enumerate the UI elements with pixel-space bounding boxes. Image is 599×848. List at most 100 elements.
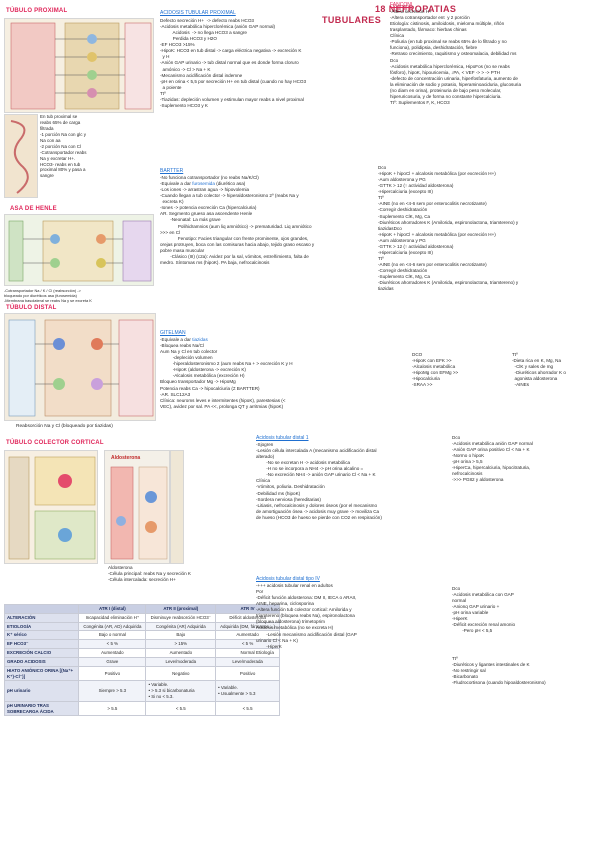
text-line: -HipoK + hipoCl + alcalosis metabólica (… <box>378 231 496 237</box>
text-line: -No funciona cotransportador (no reabs N… <box>160 175 259 180</box>
table-cell: Aumentado <box>145 648 217 658</box>
caption-line: -Célula principal: reabs Na y secreción … <box>108 571 191 577</box>
caption-line: En tub proximal se <box>40 114 78 119</box>
colector-caption: Aldosterona -Célula principal: reabs Na … <box>108 565 278 583</box>
caption-line: -2 porción Na con Cl <box>40 143 82 149</box>
heading-bartter: BARTTER <box>160 168 184 174</box>
caption-line: -Cotransportador Na / K / Cl (reabsorció… <box>4 288 81 293</box>
dco-gitelman-text: DCO-HipoK con EFK >>-Alcalosis metabólic… <box>412 352 512 388</box>
table-cell: Bajo o normal <box>78 630 147 641</box>
caption-line: Aldosterona <box>108 565 133 570</box>
text-line: -Suplemento ClK, Mg, Ca <box>378 274 431 280</box>
text-line: -Equivale a dar furosemida (diurético as… <box>160 181 246 187</box>
text-line: hiperuricosuria, y de forma no constante… <box>390 93 502 99</box>
text-line: fósforo), hipoK, hipouricemia, ↓PA, < VE… <box>390 69 500 75</box>
text-line: -Iones -> potencia excreción Ca (hiperca… <box>160 205 257 211</box>
text-line: a poiente <box>160 84 182 90</box>
text-line: -Alcalosis metabólica <box>412 364 456 370</box>
text-line: -Acidosis metabólica hiperclorémica, Hip… <box>390 63 510 69</box>
text-line: -Hipocalciuria <box>412 376 440 382</box>
text-line: nefrocalcinosis <box>452 471 483 477</box>
text-line: triamtereno (bloquea reabs Na), espirono… <box>256 613 355 619</box>
text-line: -HipoK con EFK >> <box>412 358 452 364</box>
text-line: -No se excretan H -> acidosis metabólica <box>256 460 351 466</box>
table-row-header: EF HCO3⁻ <box>3 639 80 650</box>
aldosterona-label: Aldosterona <box>111 455 141 461</box>
table-header-row: ATR I (distal) ATR II (proximal) ATR IV <box>3 604 280 614</box>
text-line: (no diam en orina), proteinuria de bajo … <box>390 87 502 93</box>
table-cell: > 5.5 <box>78 700 147 717</box>
gitelman-text: -Equivale a dar tiazidas-Bloquea reabs N… <box>160 337 388 410</box>
caption-line: filtrada <box>40 125 54 131</box>
atr-comparison-table: ATR I (distal) ATR II (proximal) ATR IV … <box>3 604 280 717</box>
text-line: Defecto secreción H+ -> defecto reabs HC… <box>160 18 254 23</box>
table-row: EF HCO3⁻< 5 %> 15%< 5 % <box>3 639 280 650</box>
table-cell: Bajo <box>145 630 217 641</box>
text-line: AR. Segmento grueso asa ascendente Henle <box>160 211 253 217</box>
tubulo-distal-diagram <box>4 313 156 421</box>
text-line: -pH orina > 5,5 <box>452 459 483 465</box>
table-cell: Incapacidad eliminación H⁺ <box>78 612 147 623</box>
text-line: Ttº <box>378 195 384 201</box>
table-row-header: K⁺ sérico <box>3 630 80 641</box>
text-line: pobre masa muscular <box>160 247 205 253</box>
text-line: -Hipercalciuria (excepto III) <box>378 189 433 195</box>
text-line: medro. Síntomas ms (hipoK). PA baja, nef… <box>160 259 270 265</box>
acidosis-proximal-text: Defecto secreción H+ -> defecto reabs HC… <box>160 18 385 109</box>
text-line: -Debilidad ms (hipoK) <box>256 490 301 496</box>
text-line: -Bicarbonato <box>452 674 479 680</box>
text-line: Perdida HCO3 y H2O <box>160 36 217 42</box>
text-line: excreta K) <box>160 199 184 205</box>
text-line: -No restringir sal <box>452 668 486 674</box>
text-line: -Poliuria (en tub proximal se reabs 65% … <box>390 39 507 45</box>
nephron-svg <box>10 120 29 194</box>
table-cell: > 15% <box>145 639 217 650</box>
caption-line: -Cotransportador reabs <box>40 149 87 155</box>
text-line: -Neonatal: La más grave <box>160 217 221 223</box>
distal-diagram-svg <box>8 319 154 417</box>
text-line: Bloqueo transportador Mg -> HipoMg <box>160 379 236 385</box>
text-line: -Aum aldosterona y PG <box>378 177 426 183</box>
text-line: -pH orina variable <box>452 610 489 616</box>
text-line: alterado) <box>256 454 275 460</box>
text-line: trasplantado, fármaco: hierbas chinas <box>390 27 467 33</box>
text-line: -Déficit función aldosterona: DM II, IEC… <box>256 595 357 601</box>
text-line: Ttº <box>378 255 384 261</box>
acidosis-distal-text: -Sjogren-Lesión célula intercalada A (me… <box>256 442 456 521</box>
text-line: de hueso (HCO3 de hueso se pierde con CO… <box>256 514 382 520</box>
table-cell: Siempre > 5.3 <box>78 680 147 702</box>
text-line: -Anión GAP urinario -> tub distal normal… <box>160 60 299 66</box>
table-row-header: GRADO ACIDOSIS <box>3 656 80 667</box>
text-line: -Cuando llegan a tub colector -> hiperal… <box>160 193 299 199</box>
text-line: -Suplemento HCO3 y K <box>160 102 208 108</box>
table-cell: Congénita (AR) Adquirida <box>145 621 217 632</box>
caption-line: Na y excretar H+. <box>40 155 76 161</box>
table-cell: Positivo <box>215 665 280 682</box>
text-line: -HipoMg con EFMg >> <box>412 370 459 376</box>
heading-colector: TÚBULO COLECTOR CORTICAL <box>6 440 104 446</box>
text-line: -Corregir deshidratación <box>378 268 428 274</box>
text-line: Dco <box>378 165 387 170</box>
heading-acidosis-proximal: ACIDOSIS TUBULAR PROXIMAL <box>160 10 236 16</box>
text-line: -Los iones -> arrastran agua -> hipovole… <box>160 187 250 193</box>
caption-line: reabs 65% de carga <box>40 119 81 125</box>
caption-line: Na con aa <box>40 137 61 143</box>
henle-diagram-svg <box>8 220 152 282</box>
text-line: y H <box>160 54 170 60</box>
text-line: Ttº: Suplementos F, K, HCO3 <box>390 99 450 105</box>
henle-caption: -Cotransportador Na / K / Cl (reabsorció… <box>4 288 164 303</box>
text-line: Ttº <box>512 352 518 357</box>
text-line: -Acidosis metabólica anión GAP normal <box>452 441 533 447</box>
text-line: -Acidosis metabólica con GAP <box>452 592 514 598</box>
text-line: -Clásico (III) (c2a): Avidez por la sal,… <box>160 253 309 259</box>
text-line: tiazidasDco <box>378 225 402 231</box>
text-line: -HipoK (aldosterona -> excreción K) <box>160 367 246 373</box>
text-line: -Normo o hipoK <box>452 453 485 459</box>
text-line: -HipoK + hipoCl + alcalosis metabólica (… <box>378 171 496 177</box>
table-cell: Leve/moderada <box>215 656 280 667</box>
text-line: agonista aldosterona <box>512 376 558 382</box>
table-header-cell: ATR I (distal) <box>78 604 147 614</box>
